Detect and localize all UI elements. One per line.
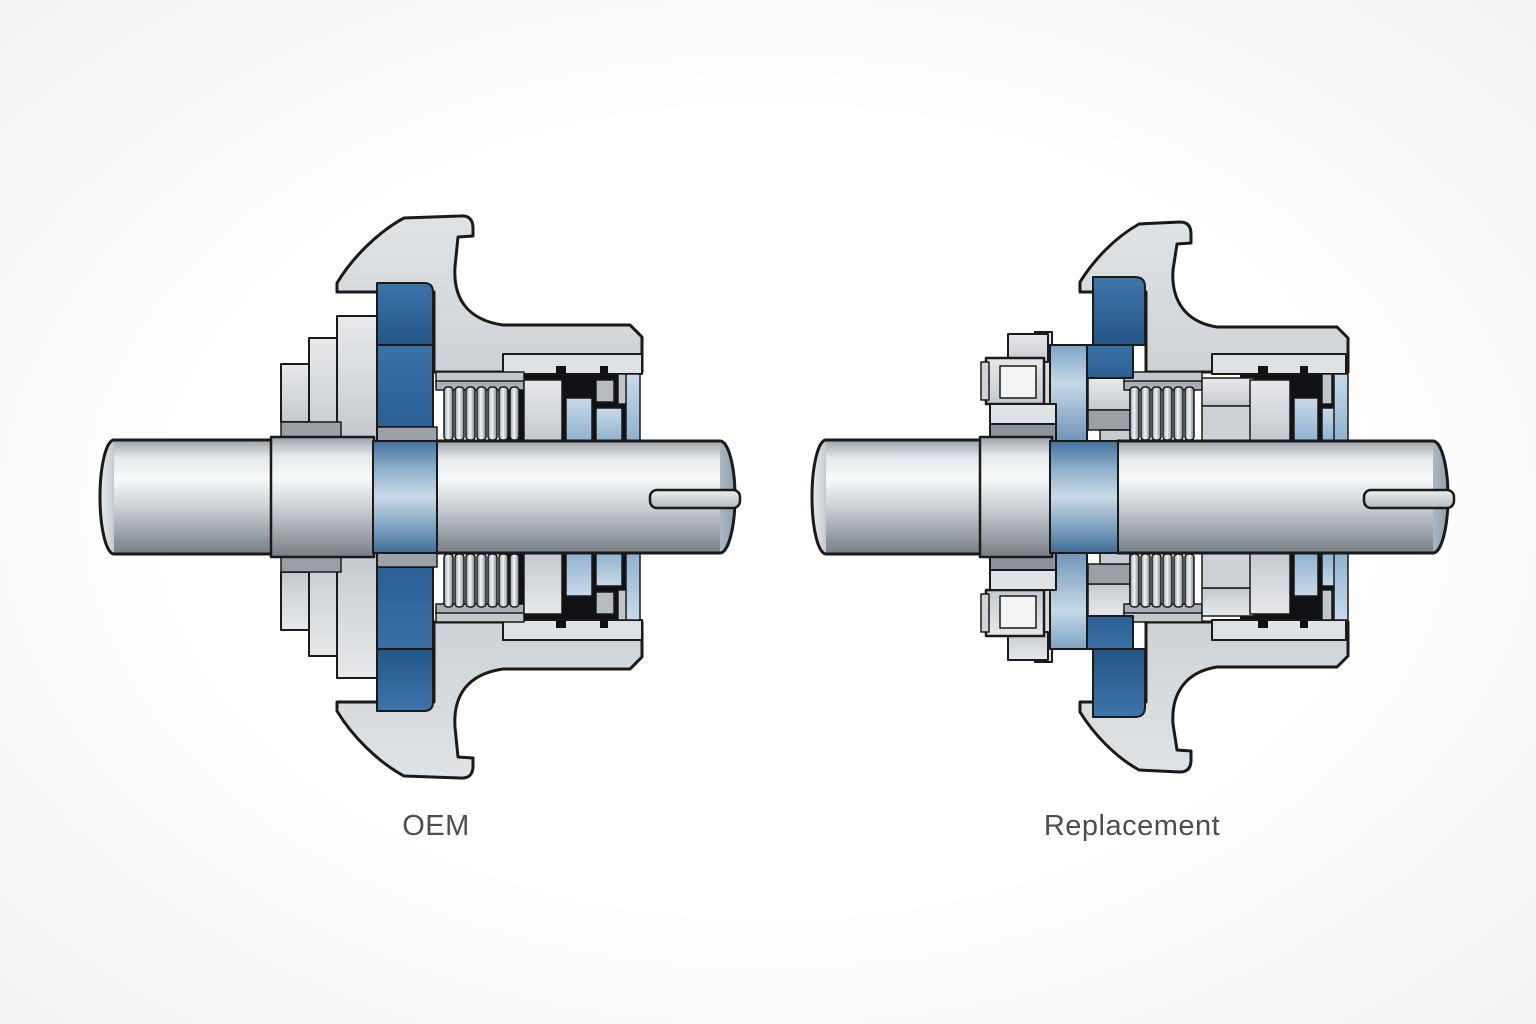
shaft-key (1362, 488, 1456, 510)
gland-notch (1300, 366, 1308, 374)
seal-face (523, 379, 563, 442)
shaft-collar (269, 435, 376, 559)
spring-rib (1173, 386, 1184, 441)
replacement-housing (1078, 220, 1350, 374)
spring-bellows (435, 371, 525, 441)
seal-insert (595, 379, 615, 403)
housing-liner (1333, 373, 1349, 442)
hub-sleeve (372, 440, 438, 554)
seal-seat (1201, 377, 1255, 407)
gland-plate (1211, 353, 1347, 375)
replacement-assembly (810, 220, 1456, 774)
bolt-washer (980, 361, 990, 401)
seal-stack (523, 373, 641, 442)
replacement-label: Replacement (1043, 810, 1221, 842)
shaft-collar (978, 435, 1054, 559)
spring-rib (509, 386, 520, 441)
hub-ring-outer (1092, 276, 1146, 346)
shaft-left (826, 440, 980, 554)
replacement-upper-half (980, 220, 1350, 442)
hub-ring-inner (376, 344, 434, 428)
spring-rib (1184, 386, 1195, 441)
hub-plate (1049, 344, 1088, 442)
seal-insert (565, 397, 593, 442)
seal-insert (1321, 373, 1333, 405)
oem-assembly (98, 214, 742, 780)
seal-face (1249, 379, 1291, 442)
bolt-head-face (999, 365, 1037, 399)
shaft-left (114, 440, 271, 554)
shaft-key (648, 488, 742, 510)
seal-seat (1201, 405, 1255, 442)
spring-rib (1129, 386, 1140, 441)
replacement-lower-half (979, 551, 1350, 774)
seal-insert (1293, 397, 1319, 442)
hub-ring-inner (1086, 344, 1134, 379)
housing-liner (625, 373, 641, 442)
flange-steps (280, 315, 378, 442)
flange-bolt (980, 333, 1057, 442)
seal-stack (1201, 373, 1349, 442)
spring-rib (1162, 386, 1173, 441)
oem-upper-half (280, 214, 644, 442)
seal-insert (595, 407, 623, 442)
spring-rib (476, 386, 487, 441)
gland-notch (600, 366, 608, 374)
spring-rib (443, 386, 454, 441)
hub-sleeve (1049, 440, 1119, 554)
hub-spacer (372, 426, 438, 442)
oem-shaft-group (98, 435, 742, 559)
spring-bellows (1123, 371, 1203, 441)
hub-ring-outer (376, 282, 434, 346)
replacement-shaft-group (810, 435, 1456, 559)
flange-step (336, 315, 378, 442)
oem-lower-half (279, 551, 644, 780)
spring-rib (487, 386, 498, 441)
spring-rib (454, 386, 465, 441)
bolt-collar (989, 403, 1057, 425)
flange-step (280, 363, 310, 423)
oem-housing (335, 214, 644, 374)
spring-rib (498, 386, 509, 441)
gland-plate (502, 353, 643, 375)
gland-notch (1258, 366, 1268, 374)
oem-label: OEM (402, 810, 470, 842)
spring-rib (1140, 386, 1151, 441)
spring-rib (1151, 386, 1162, 441)
spring-rib (465, 386, 476, 441)
gland-notch (556, 366, 566, 374)
